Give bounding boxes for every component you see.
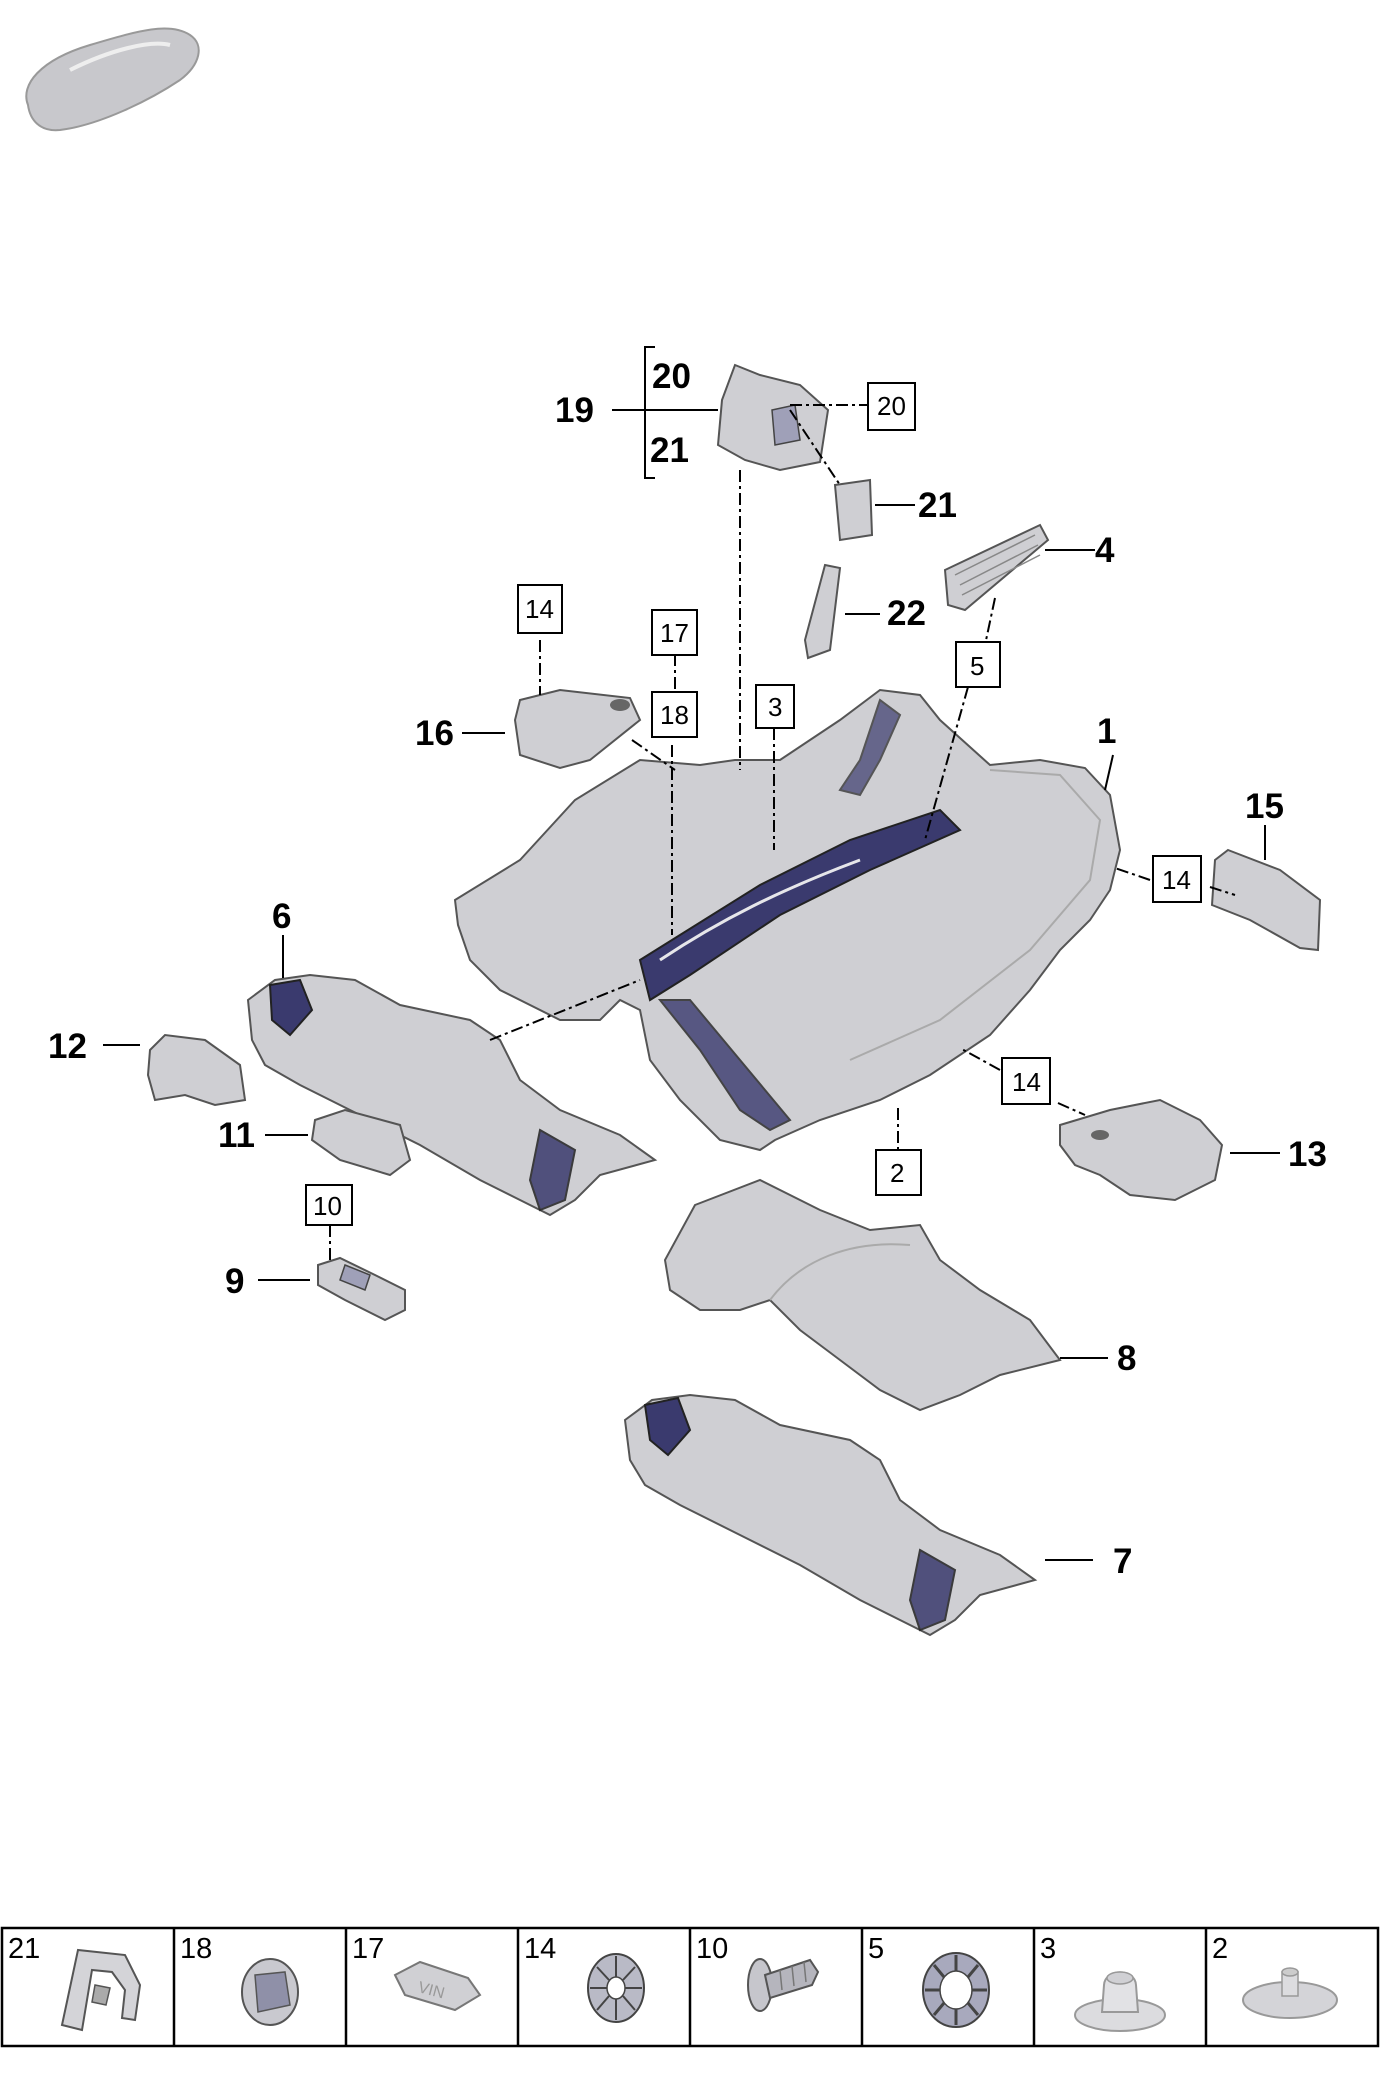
cover-panel-part [833,478,874,542]
box-ref-14-lower: 14 [1001,1057,1051,1105]
svg-text:14: 14 [1162,865,1191,895]
svg-text:3: 3 [768,692,782,722]
leader-lines [103,346,1280,1561]
callout-6: 6 [272,897,291,936]
fastener-legend: 21 18 17 14 10 5 3 2 VIN [0,1926,1380,2048]
legend-num-5: 5 [868,1933,884,1965]
callout-21-bracket: 21 [650,431,689,470]
expansion-rivet-icon [747,1958,820,2012]
svg-text:VIN: VIN [416,1979,446,2002]
callout-11: 11 [218,1116,255,1155]
callout-8: 8 [1117,1339,1136,1378]
legend-num-18: 18 [180,1933,212,1965]
speaker-grille-part [943,523,1050,612]
box-ref-18: 18 [651,691,698,738]
callout-22: 22 [887,594,926,633]
callout-21: 21 [918,486,957,525]
callout-19: 19 [555,391,594,430]
callout-4: 4 [1095,531,1115,570]
box-ref-14-top: 14 [517,584,563,634]
svg-text:5: 5 [970,651,984,681]
box-ref-3: 3 [755,684,795,729]
callout-9: 9 [225,1262,244,1301]
svg-text:14: 14 [525,594,554,624]
svg-text:17: 17 [660,618,689,648]
flat-fastener-icon [1242,1967,1338,2019]
box-ref-5: 5 [955,641,1001,688]
callout-13: 13 [1288,1135,1327,1174]
svg-text:2: 2 [890,1158,904,1188]
callout-15: 15 [1245,787,1284,826]
callout-7: 7 [1113,1542,1132,1581]
insulation-pad-15-part [1210,848,1322,952]
callout-12: 12 [48,1027,87,1066]
rear-floor-mat-8-part [663,1178,1062,1412]
legend-num-10: 10 [696,1933,728,1965]
box-ref-14-right: 14 [1152,855,1202,903]
bracket-9-part [317,1256,406,1322]
legend-num-17: 17 [352,1933,384,1965]
clip-icon [60,1948,142,2032]
svg-text:18: 18 [660,700,689,730]
box-ref-10: 10 [305,1184,353,1226]
tunnel-carpet-6-part [246,973,658,1217]
retainer-icon [922,1952,990,2028]
svg-text:14: 14 [1012,1067,1041,1097]
floor-carpet-main-part [453,688,1122,1152]
box-ref-2: 2 [875,1149,922,1196]
box-ref-20: 20 [867,382,916,431]
insulation-pad-16-part [513,688,642,770]
svg-text:20: 20 [877,391,906,421]
legend-num-2: 2 [1212,1933,1228,1965]
grommet-icon [241,1958,299,2026]
bracket-12-part [146,1033,247,1107]
svg-text:10: 10 [313,1191,342,1221]
insulation-pad-13-part [1059,1098,1224,1202]
bracket-11-part [310,1108,412,1177]
box-ref-17: 17 [651,609,698,656]
vin-cover-icon: VIN [393,1960,482,2012]
tunnel-carpet-7-part [623,1393,1038,1637]
spring-nut-icon [587,1953,645,2023]
callout-1: 1 [1097,712,1116,751]
callout-20: 20 [652,357,691,396]
pillar-trim-part [716,363,830,472]
vehicle-thumbnail-icon [25,27,200,132]
legend-num-3: 3 [1040,1933,1056,1965]
mushroom-clip-icon [1074,1971,1166,2032]
trim-strip-part [803,563,842,660]
legend-num-14: 14 [524,1933,556,1965]
callout-16: 16 [415,714,454,753]
legend-num-21: 21 [8,1933,40,1965]
